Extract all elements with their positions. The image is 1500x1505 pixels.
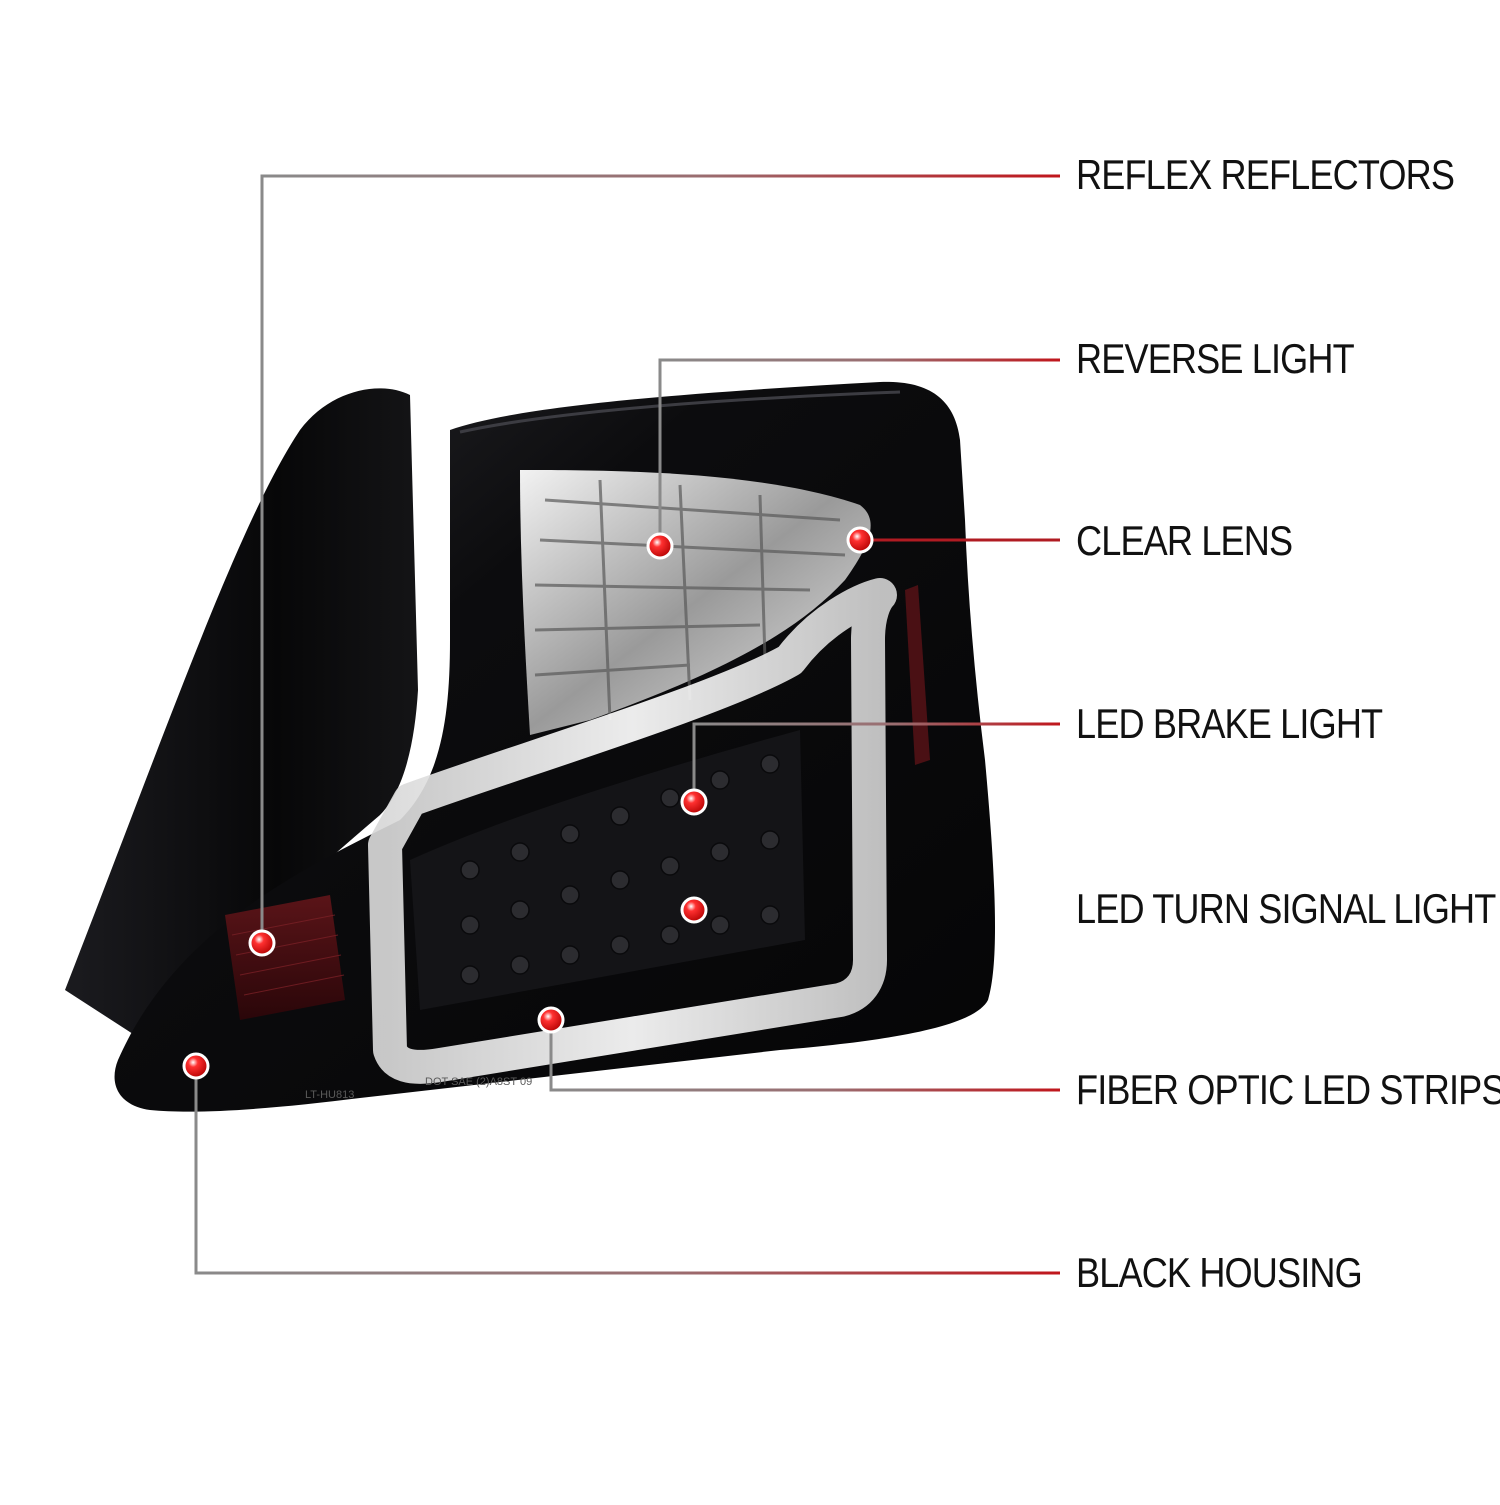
label-led-brake-light: LED BRAKE LIGHT <box>1076 700 1383 747</box>
fiber-optic-strip <box>368 578 897 1084</box>
led-array <box>460 754 780 985</box>
leader-line-black-housing <box>194 1066 1060 1275</box>
marker-black-housing <box>182 1052 210 1080</box>
marker-reverse-light <box>646 532 674 560</box>
marker-clear-lens <box>846 526 874 554</box>
leader-lines <box>194 174 1060 1275</box>
label-reverse-light: REVERSE LIGHT <box>1076 335 1355 382</box>
leader-line-reverse-light <box>658 358 1060 546</box>
label-led-turn-signal-light: LED TURN SIGNAL LIGHT <box>1076 885 1496 932</box>
leader-line-led-brake-light <box>692 722 1060 802</box>
mounting-flange <box>65 388 418 1045</box>
callout-markers <box>182 526 874 1080</box>
leader-line-fiber-optic-led-strips <box>549 1020 1060 1092</box>
part-number-marking: LT-HU813 <box>305 1089 354 1101</box>
reflex-reflector-block <box>225 895 345 1020</box>
marker-led-turn-signal-light <box>680 896 708 924</box>
certification-marking: DOT SAE (2)A8ST 09 <box>425 1076 532 1088</box>
label-clear-lens: CLEAR LENS <box>1076 517 1293 564</box>
marker-led-brake-light <box>680 788 708 816</box>
label-fiber-optic-led-strips: FIBER OPTIC LED STRIPS <box>1076 1066 1500 1113</box>
tail-light-housing: LT-HU813 DOT SAE (2)A8ST 09 <box>65 381 996 1112</box>
leader-line-reflex-reflectors <box>260 174 1060 943</box>
marker-reflex-reflectors <box>248 929 276 957</box>
marker-fiber-optic-led-strips <box>537 1006 565 1034</box>
label-black-housing: BLACK HOUSING <box>1076 1249 1363 1296</box>
side-marker <box>905 585 930 765</box>
lens-facets <box>534 479 846 721</box>
label-reflex-reflectors: REFLEX REFLECTORS <box>1076 151 1455 198</box>
